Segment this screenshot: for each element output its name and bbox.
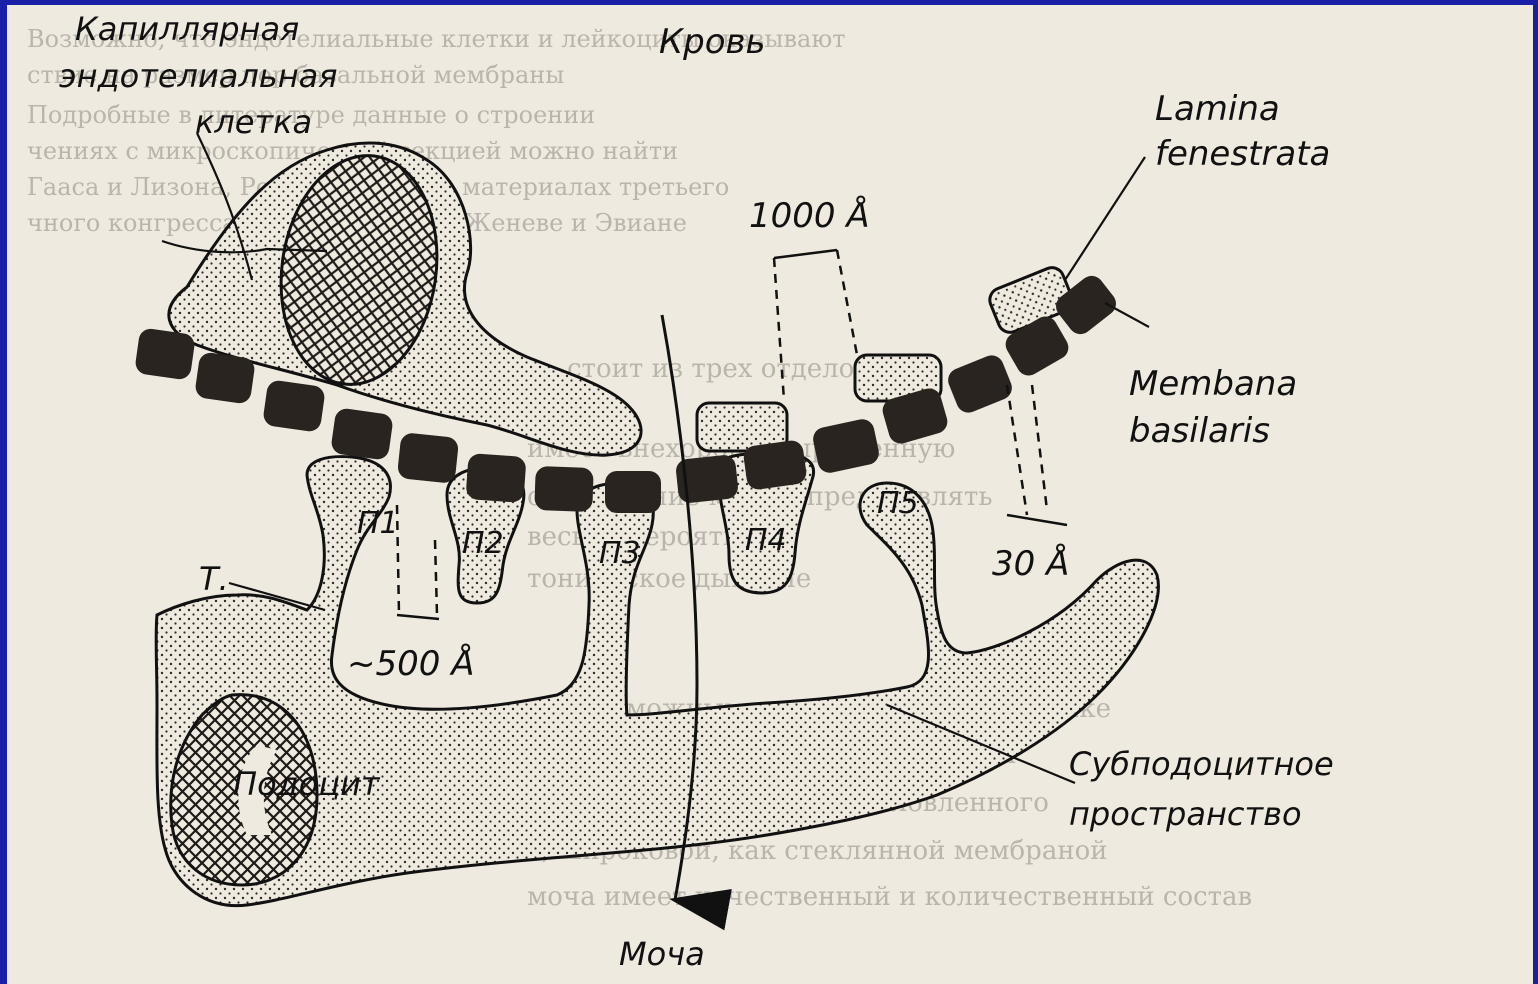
svg-text:basilaris: basilaris — [1129, 411, 1270, 451]
label-500-angstrom: ~500 Å — [347, 643, 474, 684]
label-1000-angstrom: 1000 Å — [749, 195, 870, 236]
label-p4: П4 — [745, 523, 787, 558]
label-30-angstrom: 30 Å — [992, 543, 1069, 584]
label-p5: П5 — [877, 486, 919, 521]
background-text-line: стоит из трех отделов — [567, 354, 869, 384]
svg-text:клетка: клетка — [195, 103, 312, 141]
label-lamina-fenestrata: Lamina fenestrata — [1155, 89, 1330, 174]
svg-text:эндотелиальная: эндотелиальная — [59, 57, 337, 95]
svg-text:Lamina: Lamina — [1155, 89, 1280, 129]
background-text-line: моча имеет качественный и количественный… — [527, 882, 1252, 912]
svg-text:Капиллярная: Капиллярная — [75, 10, 299, 48]
svg-text:Субподоцитное: Субподоцитное — [1069, 745, 1334, 783]
label-blood: Кровь — [659, 22, 766, 62]
svg-text:Membana: Membana — [1129, 364, 1297, 404]
glomerular-filtration-diagram: Возможно, что эндотелиальные клетки и ле… — [7, 5, 1533, 984]
label-p2: П2 — [462, 526, 504, 561]
diagram-frame: Возможно, что эндотелиальные клетки и ле… — [7, 5, 1533, 984]
label-podocyte: Подоцит — [233, 765, 381, 803]
label-membrana-basilaris: Membana basilaris — [1129, 364, 1297, 451]
label-t: Т. — [199, 560, 229, 598]
label-subpodocyte-space: Субподоцитное пространство — [1069, 745, 1334, 833]
label-urine: Моча — [619, 935, 705, 973]
svg-text:пространство: пространство — [1069, 795, 1302, 833]
label-p1: П1 — [357, 506, 399, 541]
svg-text:fenestrata: fenestrata — [1155, 134, 1330, 174]
label-p3: П3 — [599, 536, 641, 571]
